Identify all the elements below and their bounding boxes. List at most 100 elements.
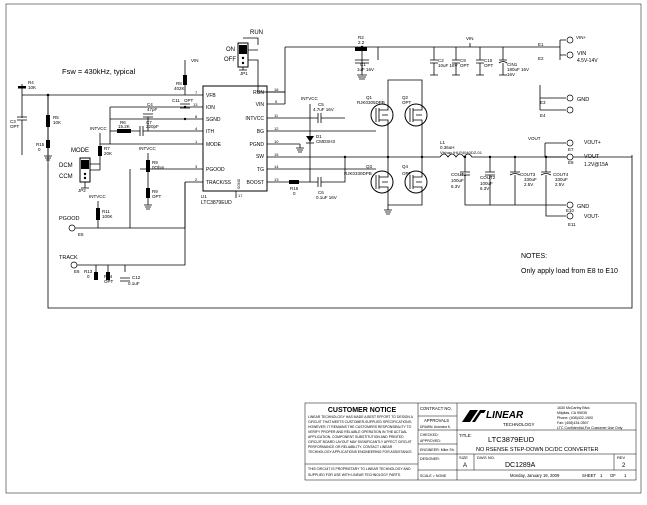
- d1-ref: D1: [316, 134, 322, 139]
- ic-pin-bg: BG: [257, 129, 264, 135]
- r2-val: 2.2: [358, 40, 365, 45]
- mosfet-q4: Q4 OPT: [402, 164, 428, 194]
- ic-pin-pgood: PGOOD: [206, 167, 225, 173]
- r6-val: 15.2K: [118, 124, 130, 129]
- ic-pin-sw: SW: [256, 154, 264, 160]
- ic-num-13l: 13: [193, 102, 198, 107]
- r13-ref: R13: [84, 269, 93, 274]
- q4-val: OPT: [402, 171, 412, 176]
- mosfet-q3: Q3 RJK0330DPB: [300, 164, 394, 194]
- dwg-lbl: DWG NO.: [477, 455, 495, 460]
- sheet-border: [5, 3, 642, 494]
- r9-val: 0Ohm: [152, 165, 165, 170]
- c6-ref: C6: [318, 190, 324, 195]
- cout2-volt: 6.3V: [480, 186, 489, 191]
- vout-label: VOUT: [584, 154, 600, 160]
- ic-num-13r: 13: [274, 177, 279, 182]
- dwg: DC1289A: [505, 462, 536, 469]
- notes-line: Only apply load from E8 to E10: [521, 268, 618, 275]
- r9b-ref: R9: [152, 189, 158, 194]
- ic-ref: U1: [201, 194, 207, 199]
- cout4-val: 330uF: [555, 177, 568, 182]
- ic-pin-ith: ITH: [206, 129, 214, 135]
- r6-ref: R6: [120, 120, 126, 125]
- r7-val: 20K: [104, 151, 112, 156]
- notice-body-7: TECHNOLOGY APPLICATIONS ENGINEERING FOR …: [308, 450, 413, 454]
- c9-val: OPT: [460, 63, 470, 68]
- subtitle: NO RSENSE STEP-DOWN DC/DC CONVERTER: [476, 447, 598, 453]
- sheet-lbl: SHEET: [582, 473, 596, 478]
- c5-ref: C5: [318, 102, 324, 107]
- c5-val: 4.7uF 16V: [313, 107, 334, 112]
- r15-val: 0: [38, 147, 41, 152]
- vin-range: 4.5V-14V: [577, 58, 598, 64]
- c2-val: 10uF 16V: [438, 63, 458, 68]
- e1-ref: E1: [538, 42, 544, 47]
- l1-ref: L1: [440, 140, 446, 145]
- notice-body-6: PERFORMANCE OR RELIABILITY. CONTACT LINE…: [308, 445, 393, 449]
- l1-val: 0.36uH: [440, 145, 455, 150]
- approved: APPROVED:: [420, 439, 441, 443]
- sheet: 1: [600, 473, 603, 478]
- r16-val: 0: [293, 191, 296, 196]
- notice-body-0: LINEAR TECHNOLOGY HAS MADE A BEST EFFORT…: [308, 415, 414, 419]
- d1-val: CMDSH3: [316, 139, 335, 144]
- q2-ref: Q2: [402, 95, 409, 100]
- cout3-ref: COUT3: [520, 172, 536, 177]
- r4-ref: R4: [28, 80, 34, 85]
- title: LTC3879EUD: [488, 435, 535, 444]
- ic-num-17: 17: [238, 193, 243, 198]
- e10-ref: E10: [566, 208, 575, 213]
- vin-label: VIN: [577, 51, 586, 57]
- mode-label: MODE: [71, 148, 89, 154]
- address-3: Fax: (408)434-0507: [557, 421, 589, 425]
- ic-pin-boost: BOOST: [246, 180, 264, 186]
- notice-body-3: VERIFY PROPER AND RELIABLE OPERATION IN …: [308, 430, 407, 434]
- run-on: ON: [226, 47, 235, 53]
- cout3-val: 330uF: [524, 177, 537, 182]
- q4-ref: Q4: [402, 164, 409, 169]
- rev-lbl: REV: [617, 455, 626, 460]
- c12-val: 0.1uF: [128, 281, 140, 286]
- intvcc-pg: INTVCC: [89, 194, 107, 199]
- cout1-ref: COUT1: [451, 172, 467, 177]
- drawn: DRAWN: Antonina K.: [420, 425, 451, 429]
- gnd-label-2: GND: [577, 204, 589, 210]
- ic-pin-intvcc: INTVCC: [245, 116, 264, 122]
- ic-num-4: 4: [195, 126, 198, 131]
- notice-body-2: HOWEVER, IT REMAINS THE CUSTOMERS RESPON…: [308, 425, 412, 429]
- voutm-label: VOUT-: [584, 214, 600, 220]
- approvals: APPROVALS: [424, 418, 449, 423]
- address-0: 1630 McCarthy Blvd.: [557, 406, 590, 410]
- r2-ref: R2: [358, 35, 364, 40]
- fsw-note: Fsw = 430kHz, typical: [62, 67, 135, 76]
- c11-val: OPT: [184, 98, 194, 103]
- ic-num-1: 1: [195, 139, 198, 144]
- cout2-val: 100uF: [480, 181, 493, 186]
- jp2-ref: JP2: [78, 188, 86, 193]
- cout3-volt: 2.5V: [524, 182, 533, 187]
- cin1-volt: 16V: [507, 72, 515, 77]
- c12-ref: C12: [132, 275, 141, 280]
- logo-sub: TECHNOLOGY: [503, 422, 535, 427]
- notes-header: NOTES:: [521, 253, 547, 260]
- address-1: Milpitas, CA 95035: [557, 411, 587, 415]
- ic-pin-vfb: VFB: [206, 93, 216, 99]
- ic-name: LTC3879EUD: [201, 200, 232, 206]
- ic-num-2: 2: [195, 177, 198, 182]
- vout-val: 1.2V@15A: [584, 162, 609, 168]
- c3-ref: C3: [10, 119, 16, 124]
- scale: SCALE = NONE: [420, 474, 447, 478]
- cout2-ref: COUT2: [480, 175, 496, 180]
- q1-ref: Q1: [366, 95, 373, 100]
- q3-ref: Q3: [366, 164, 373, 169]
- pgood-label: PGOOD: [59, 216, 80, 222]
- vout-net: VOUT: [528, 136, 541, 141]
- c10-ref: C10: [484, 58, 493, 63]
- e8-ref: E8: [568, 160, 574, 165]
- ic-num-14: 14: [274, 164, 279, 169]
- title-lbl: TITLE:: [459, 433, 472, 438]
- mosfet-q2: Q2 OPT: [402, 95, 428, 127]
- c1-ref: C1: [360, 62, 366, 67]
